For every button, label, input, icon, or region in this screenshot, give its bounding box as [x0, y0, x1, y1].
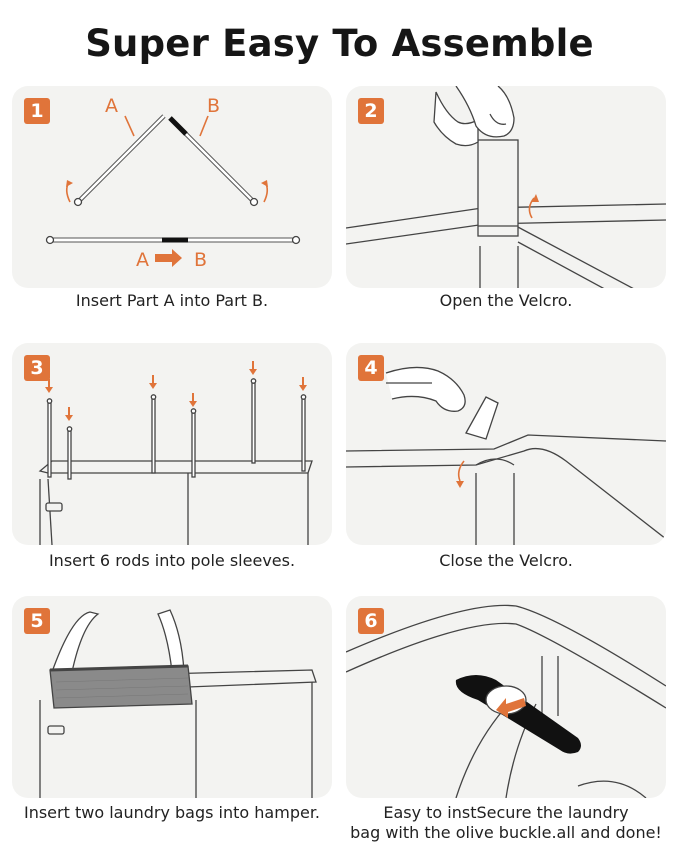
step-5-illustration — [39, 609, 317, 798]
step-4-caption: Close the Velcro. — [439, 551, 573, 570]
step-2-panel: 2 — [346, 86, 666, 288]
step-3-badge: 3 — [24, 355, 50, 381]
step-5-badge: 5 — [24, 608, 50, 634]
step-6-illustration — [346, 604, 666, 798]
step-2-illustration — [346, 86, 666, 288]
step-6-panel: 6 — [346, 596, 666, 798]
label-b-bottom: B — [194, 249, 208, 271]
step-1-illustration — [45, 114, 301, 267]
step-1-caption: Insert Part A into Part B. — [75, 291, 269, 310]
step-2-badge: 2 — [358, 98, 384, 124]
step-1-panel: A B A B 1 — [12, 86, 332, 288]
step-3-caption: Insert 6 rods into pole sleeves. — [48, 551, 296, 570]
step-3-panel: 3 — [12, 343, 332, 545]
label-b-top: B — [207, 95, 221, 117]
step-6-caption-line-2: bag with the olive buckle.all and done! — [350, 823, 662, 842]
step-6-badge: 6 — [358, 608, 384, 634]
step-3-illustration — [38, 361, 313, 545]
step-5-panel: 5 — [12, 596, 332, 798]
page-title: Super Easy To Assemble — [85, 22, 594, 65]
step-2-caption: Open the Velcro. — [439, 291, 573, 310]
step-4-panel: 4 — [346, 343, 666, 545]
step-5-caption: Insert two laundry bags into hamper. — [23, 803, 321, 822]
label-a-top: A — [105, 95, 118, 117]
label-a-bottom: A — [136, 249, 149, 271]
step-6-caption-line-1: Easy to instSecure the laundry — [383, 803, 629, 822]
step-4-badge: 4 — [358, 355, 384, 381]
step-4-illustration — [346, 366, 666, 545]
step-1-badge: 1 — [24, 98, 50, 124]
